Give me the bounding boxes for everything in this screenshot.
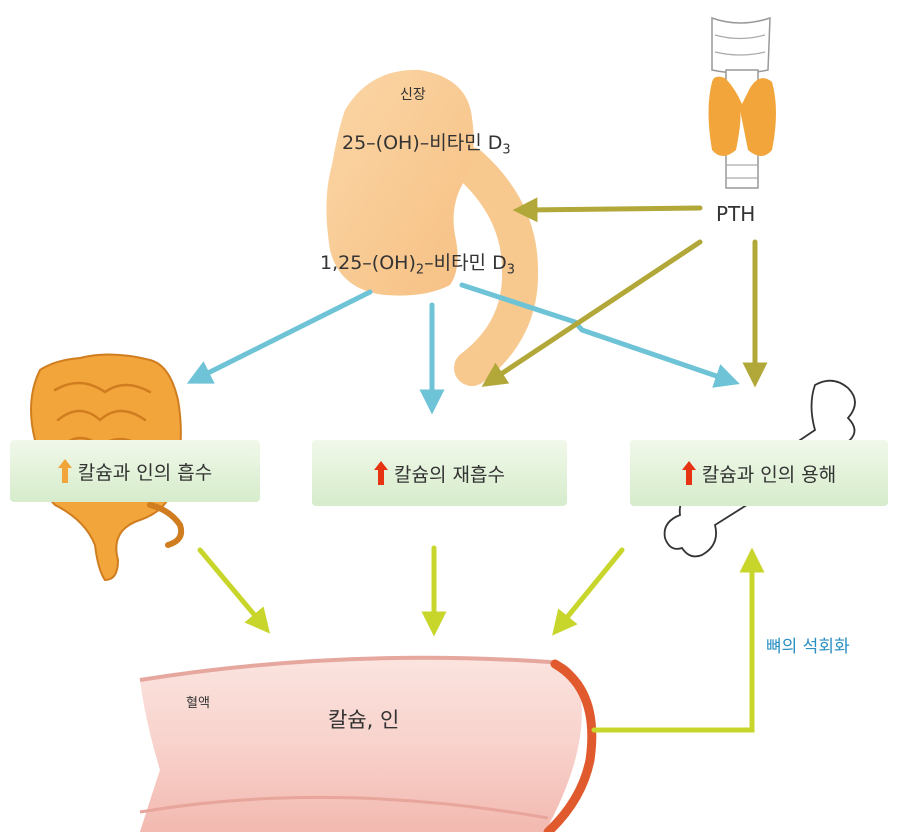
bone-to-blood-arrow <box>552 547 625 636</box>
pth-label: PTH <box>716 202 756 226</box>
pth-to-tubule-arrow <box>481 239 703 387</box>
pth-arrows <box>481 197 768 388</box>
vitd-to-bone-arrow <box>459 282 740 388</box>
pth-to-kidney-arrow <box>512 197 703 223</box>
kidney-label: 신장 <box>400 87 426 103</box>
vitamin-d-25-label: 25–(OH)–비타민 D3 <box>342 128 511 158</box>
vitamin-d-125-subscript-2: 3 <box>506 262 515 278</box>
blood-content-label: 칼슘, 인 <box>328 708 400 732</box>
vitd-to-intestine-arrow <box>186 289 373 384</box>
increase-arrow-icon <box>374 461 389 485</box>
vitamin-d-125-prefix: 1,25–(OH) <box>320 252 416 274</box>
blood-vessel <box>139 655 597 832</box>
vitamin-d-125-middle: –비타민 D <box>424 252 507 274</box>
intestine-absorption-box: 칼슘과 인의 흡수 <box>10 440 260 502</box>
vitamin-d-25-subscript: 3 <box>502 142 511 158</box>
blood-label: 혈액 <box>186 696 210 711</box>
vitamin-d-125-subscript-1: 2 <box>415 262 425 278</box>
bone-calcification-label: 뼈의 석회화 <box>766 637 850 657</box>
thyroid-illustration <box>708 16 776 189</box>
bone-resorption-label: 칼슘과 인의 용해 <box>701 463 837 486</box>
bone-resorption-box: 칼슘과 인의 용해 <box>630 440 888 506</box>
kidney-reabsorption-box: 칼슘의 재흡수 <box>312 440 567 506</box>
kidney-illustration <box>326 69 474 296</box>
intestine-absorption-label: 칼슘과 인의 흡수 <box>77 461 213 484</box>
increase-arrow-icon <box>57 459 72 483</box>
increase-arrow-icon <box>681 461 696 485</box>
intestine-to-blood-arrow <box>197 547 271 634</box>
vitamin-d-arrows <box>186 282 740 415</box>
blood-to-bone-arrow <box>591 547 765 733</box>
ureter-shape <box>452 147 539 386</box>
vitamin-d-125-label: 1,25–(OH)2–비타민 D3 <box>320 248 515 278</box>
vitamin-d-25-text: 25–(OH)–비타민 D <box>342 132 503 154</box>
kidney-reabsorption-label: 칼슘의 재흡수 <box>394 463 505 486</box>
flow-arrows <box>197 545 765 733</box>
